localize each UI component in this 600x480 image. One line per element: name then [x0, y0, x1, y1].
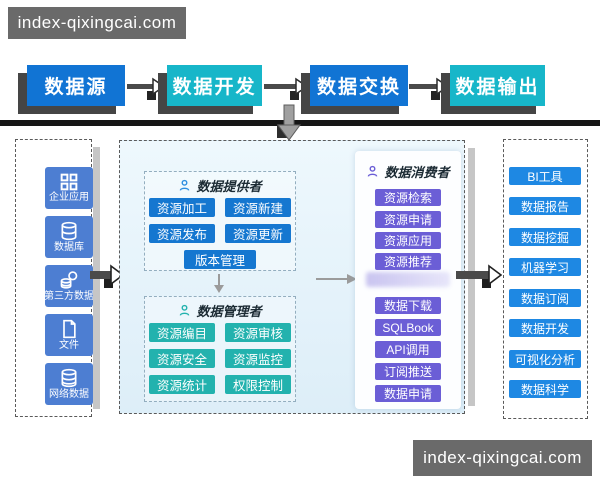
consumer-title-row: 数据消费者	[355, 151, 461, 180]
manager-button: 资源统计	[149, 375, 215, 394]
flow-arrow-icon	[264, 77, 308, 100]
manager-button: 资源安全	[149, 349, 215, 368]
tool-button: 数据订阅	[509, 289, 581, 307]
manager-button: 资源审核	[225, 323, 291, 342]
provider-button: 资源发布	[149, 224, 215, 243]
person-icon	[180, 179, 190, 191]
thick-arrow-right-icon	[456, 264, 502, 288]
consumer-button: API调用	[375, 341, 441, 358]
file-icon	[63, 319, 76, 338]
source-tile-file: 文件	[45, 314, 93, 356]
consumption-tools-panel	[503, 139, 588, 419]
tile-label: 企业应用	[49, 191, 89, 203]
divider-line	[0, 120, 600, 126]
provider-button: 资源加工	[149, 198, 215, 217]
consumer-section: 数据消费者 资源检索 资源申请 资源应用 资源推荐 数据下载 SQLBook A…	[355, 151, 461, 409]
consumer-button: 资源检索	[375, 189, 441, 206]
provider-title: 数据提供者	[196, 179, 262, 194]
consumer-button: 资源推荐	[375, 253, 441, 270]
provider-title-row: 数据提供者	[145, 177, 295, 194]
source-tile-third-party-data: 第三方数据	[44, 265, 94, 307]
tool-button: 机器学习	[509, 258, 581, 276]
person-icon	[368, 165, 378, 177]
consumer-button: SQLBook	[375, 319, 441, 336]
flow-step-label: 数据开发	[172, 77, 257, 98]
consumer-button: 资源应用	[375, 232, 441, 249]
tool-button: 数据科学	[509, 380, 581, 398]
tile-label: 网络数据	[49, 388, 89, 400]
manager-title-row: 数据管理者	[145, 302, 295, 319]
consumer-button: 资源申请	[375, 211, 441, 228]
flow-step-label: 数据交换	[316, 77, 401, 98]
provider-section: 数据提供者 资源加工 资源新建 资源发布 资源更新 版本管理	[144, 171, 296, 271]
manager-title: 数据管理者	[196, 304, 262, 319]
database-icon	[61, 368, 77, 387]
tool-button: 数据报告	[509, 197, 581, 215]
database-icon	[61, 221, 77, 240]
thick-arrow-left-icon	[90, 264, 124, 288]
watermark-text: index-qixingcai.com	[17, 13, 177, 32]
manager-button: 资源监控	[225, 349, 291, 368]
app-grid-icon	[60, 173, 78, 190]
coins-icon	[60, 270, 78, 289]
watermark-bottom: index-qixingcai.com	[413, 440, 592, 476]
provider-button: 资源更新	[225, 224, 291, 243]
tool-button: 数据开发	[509, 319, 581, 337]
small-right-arrow-icon	[316, 274, 357, 284]
tile-label: 第三方数据	[44, 290, 94, 302]
data-platform-panel: 数据提供者 资源加工 资源新建 资源发布 资源更新 版本管理 数据管理者	[119, 140, 465, 414]
tool-button: BI工具	[509, 167, 581, 185]
tool-button: 数据挖掘	[509, 228, 581, 246]
source-tile-enterprise-apps: 企业应用	[45, 167, 93, 209]
manager-button: 权限控制	[225, 375, 291, 394]
provider-button: 版本管理	[184, 250, 256, 269]
consumer-button: 订阅推送	[375, 363, 441, 380]
tile-label: 数据库	[54, 241, 84, 253]
tile-label: 文件	[59, 339, 79, 351]
person-icon	[180, 304, 190, 316]
manager-button: 资源编目	[149, 323, 215, 342]
blurred-watermark-strip	[366, 272, 450, 287]
source-systems-panel: 企业应用 数据库 第三方数据	[15, 139, 94, 417]
flow-step-data-source: 数据源	[27, 65, 125, 106]
consumer-title: 数据消费者	[384, 165, 450, 180]
down-arrow-icon	[277, 104, 301, 141]
flow-step-data-dev: 数据开发	[167, 65, 262, 106]
watermark-text: index-qixingcai.com	[423, 448, 582, 467]
tool-button: 可视化分析	[509, 350, 581, 368]
flow-step-data-exchange: 数据交换	[310, 65, 408, 106]
flow-arrow-icon	[127, 77, 165, 100]
watermark-top: index-qixingcai.com	[8, 7, 186, 39]
consumer-button: 数据下载	[375, 297, 441, 314]
source-tile-database: 数据库	[45, 216, 93, 258]
flow-step-label: 数据输出	[455, 77, 540, 98]
flow-step-data-output: 数据输出	[450, 65, 545, 106]
consumer-button: 数据申请	[375, 385, 441, 402]
flow-arrow-icon	[409, 77, 449, 100]
manager-section: 数据管理者 资源编目 资源审核 资源安全 资源监控 资源统计 权限控制	[144, 296, 296, 402]
flow-step-label: 数据源	[44, 77, 108, 98]
source-tile-network-data: 网络数据	[45, 363, 93, 405]
provider-button: 资源新建	[225, 198, 291, 217]
small-down-arrow-icon	[214, 274, 224, 293]
